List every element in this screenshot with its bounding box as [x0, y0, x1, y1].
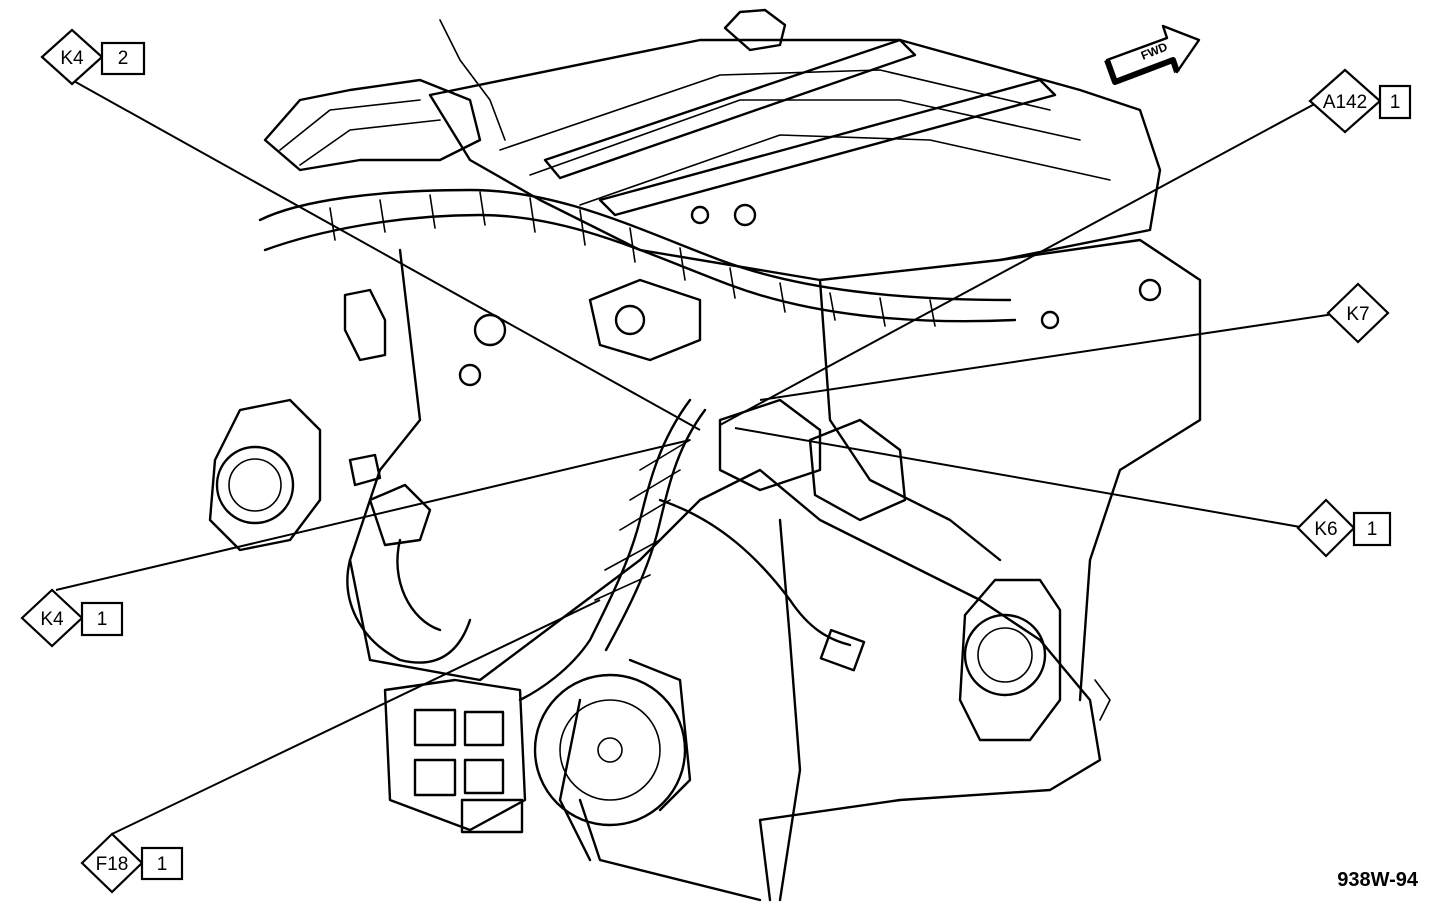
callout-k4-1: K4 1	[20, 588, 124, 648]
callout-k7: K7	[1326, 282, 1390, 344]
callout-pin: 1	[157, 854, 168, 875]
callout-a142-1: A142 1	[1308, 68, 1412, 134]
callout-code: K4	[40, 609, 64, 630]
engine-illustration	[208, 8, 1202, 902]
callout-k4-2: K4 2	[40, 28, 146, 86]
callout-pin: 1	[97, 609, 108, 630]
callout-code: A142	[1323, 92, 1367, 113]
callout-code: K6	[1314, 519, 1337, 540]
callout-k6-1: K6 1	[1296, 498, 1392, 558]
callout-pin: 1	[1367, 519, 1378, 540]
callout-code: F18	[96, 854, 129, 875]
figure-id: 938W-94	[1337, 869, 1419, 891]
callout-code: K4	[60, 48, 84, 69]
callout-pin: 1	[1390, 92, 1401, 113]
leader-lines	[55, 79, 1335, 835]
callout-f18-1: F18 1	[80, 832, 184, 894]
fwd-arrow-icon: FWD	[1104, 24, 1201, 85]
callout-code: K7	[1346, 304, 1369, 325]
callout-pin: 2	[118, 48, 129, 69]
